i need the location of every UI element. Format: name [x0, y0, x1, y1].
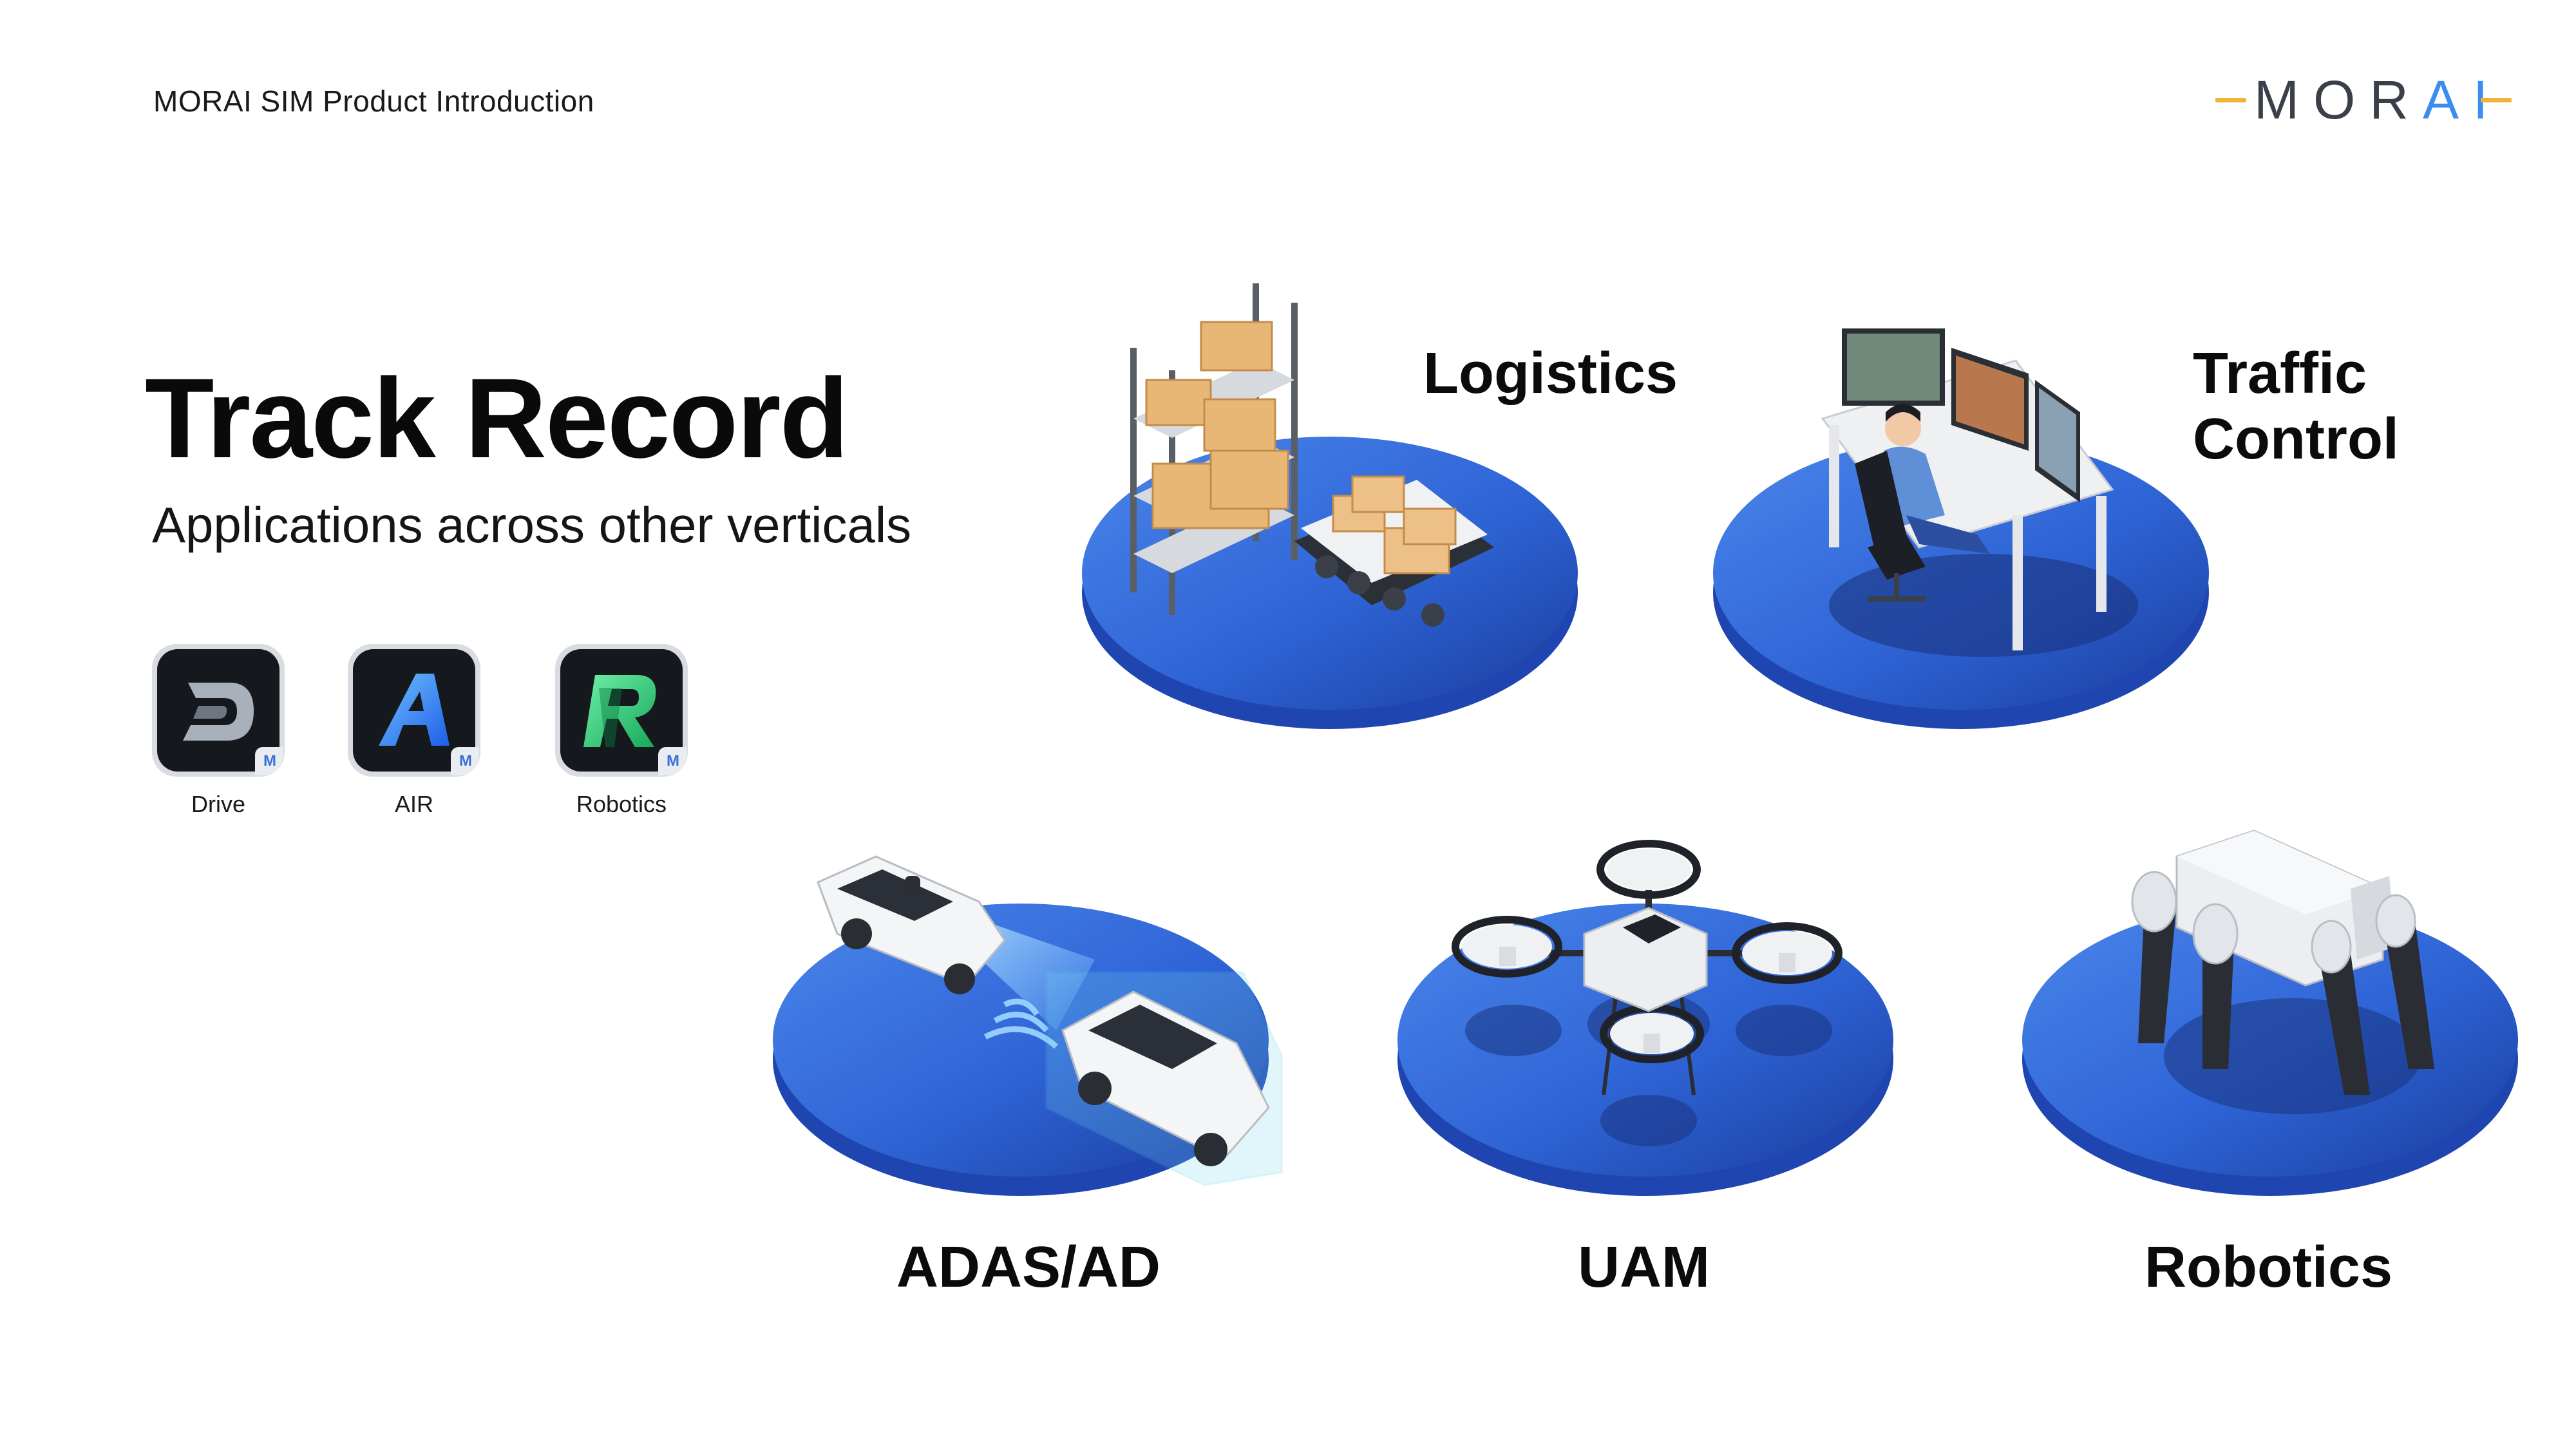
vertical-label-adas: ADAS/AD [896, 1235, 1161, 1300]
robotics-app-icon: M [555, 644, 688, 777]
app-label: Robotics [576, 791, 667, 817]
morai-logo: MORAI [2215, 71, 2512, 129]
logo-dash-left [2215, 98, 2246, 102]
uam-drone-icon [1452, 840, 1842, 1095]
air-logo-mark [379, 674, 450, 746]
vertical-label-traffic-line1: Traffic [2193, 341, 2367, 406]
quadruped-robot-icon [2131, 829, 2434, 1095]
vertical-label-uam: UAM [1578, 1235, 1710, 1300]
vertical-label-robotics: Robotics [2145, 1235, 2393, 1300]
logo-dash-right [2481, 98, 2512, 102]
conveyor-robot-icon [1294, 475, 1494, 627]
robotics-logo-mark [583, 675, 656, 747]
logo-accent: AI [2422, 70, 2503, 130]
header-title: MORAI SIM Product Introduction [153, 84, 594, 118]
morai-badge-icon: M [658, 747, 687, 775]
drive-logo-mark [183, 683, 254, 741]
drive-app-icon: M [152, 644, 285, 777]
app-label: AIR [394, 791, 433, 817]
page-subtitle: Applications across other verticals [152, 497, 912, 553]
app-robotics[interactable]: M Robotics [555, 644, 697, 818]
logo-prefix: MOR [2254, 70, 2423, 130]
warehouse-shelf-icon [1130, 283, 1298, 615]
operator-workstation-icon [1821, 328, 2138, 657]
page-title: Track Record [145, 355, 849, 482]
vertical-label-logistics: Logistics [1423, 341, 1678, 406]
logo-wordmark: MORAI [2254, 71, 2502, 129]
detected-car-icon [1045, 971, 1283, 1186]
app-drive[interactable]: M Drive [152, 644, 294, 818]
app-air[interactable]: M AIR [348, 644, 489, 818]
vertical-label-traffic-line2: Control [2193, 407, 2399, 471]
adas-platform [773, 904, 1269, 1196]
autonomous-car-icon [817, 855, 1006, 994]
air-app-icon: M [348, 644, 480, 777]
app-label: Drive [191, 791, 245, 817]
